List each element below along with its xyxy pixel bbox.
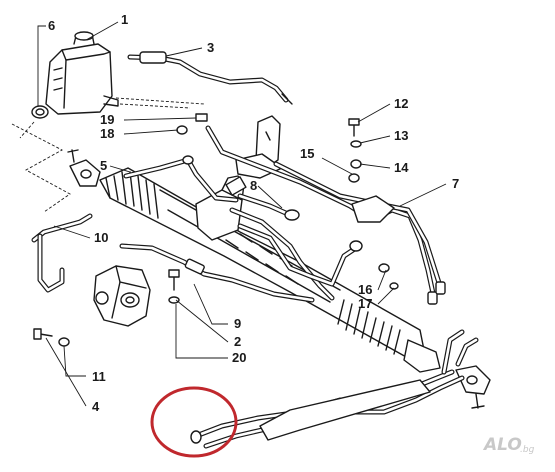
callout-10: 10 — [94, 230, 108, 245]
highlight-circle — [150, 386, 238, 458]
callout-9: 9 — [234, 316, 241, 331]
watermark-suffix: .bg — [520, 445, 535, 455]
watermark-text: ALO — [482, 435, 522, 455]
rack-boot-left — [105, 171, 159, 219]
callout-4: 4 — [92, 399, 100, 414]
callout-19: 19 — [100, 112, 114, 127]
line-5 — [123, 155, 239, 203]
fluid-reservoir — [45, 31, 119, 115]
hose-3 — [127, 51, 293, 105]
callout-14: 14 — [394, 160, 409, 175]
rack-boot-right — [337, 299, 401, 355]
return-line-assembly — [190, 329, 479, 449]
callout-5: 5 — [100, 158, 107, 173]
callout-13: 13 — [394, 128, 408, 143]
callout-labels: 1 2 3 4 5 6 7 8 9 10 11 12 13 14 15 16 1… — [48, 12, 459, 414]
callout-18: 18 — [100, 126, 114, 141]
callout-8: 8 — [250, 178, 257, 193]
callout-16: 16 — [358, 282, 372, 297]
reservoir-cap-6 — [31, 105, 49, 119]
callout-11: 11 — [92, 369, 106, 384]
line-7 — [205, 125, 446, 305]
line-10 — [31, 213, 93, 293]
watermark-logo: ALO .bg — [482, 435, 535, 455]
callout-6: 6 — [48, 18, 55, 33]
callout-12: 12 — [394, 96, 408, 111]
rack-feed-lines — [229, 207, 363, 301]
line-9 — [119, 243, 315, 303]
callout-2: 2 — [234, 334, 241, 349]
callout-15: 15 — [300, 146, 314, 161]
line-8 — [237, 193, 300, 221]
callout-7: 7 — [452, 176, 459, 191]
callout-17: 17 — [358, 296, 372, 311]
callout-3: 3 — [207, 40, 214, 55]
steering-rack — [99, 167, 441, 373]
guide-lines — [11, 97, 205, 213]
callout-1: 1 — [121, 12, 128, 27]
tie-rod-end-left — [67, 149, 101, 187]
leader-lines — [37, 21, 447, 407]
power-steering-pump — [93, 265, 151, 327]
callout-20: 20 — [232, 350, 246, 365]
tie-rod-end-right — [455, 365, 491, 409]
